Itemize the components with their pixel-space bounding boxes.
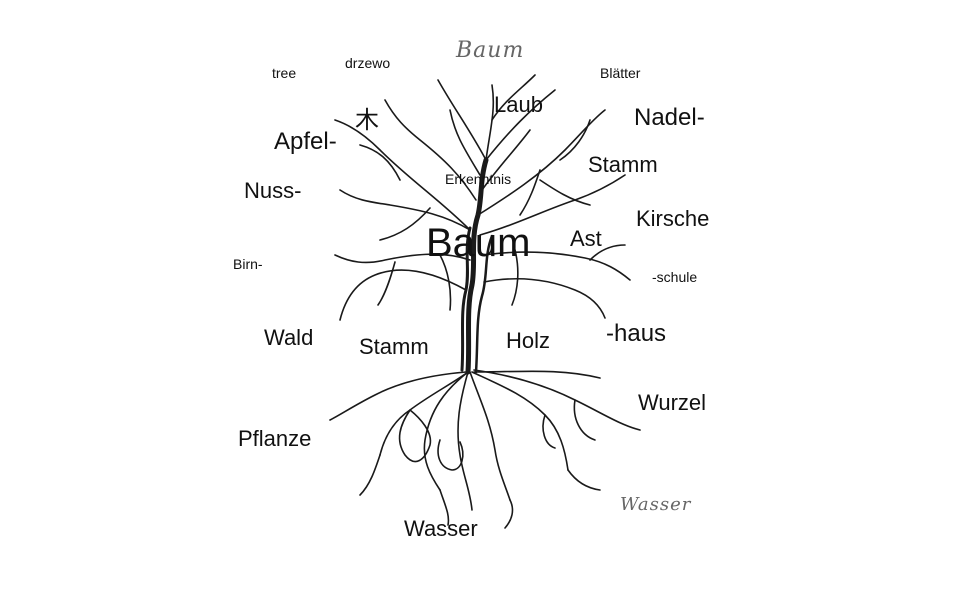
word-blaetter: Blätter xyxy=(600,65,641,81)
word-haus: -haus xyxy=(606,320,667,347)
word-holz: Holz xyxy=(506,328,551,353)
word-schule: -schule xyxy=(652,269,698,285)
handwritten-baum: Baum xyxy=(456,38,525,63)
word-stamm-top: Stamm xyxy=(588,152,658,177)
tree-trunk xyxy=(465,157,489,375)
word-wald: Wald xyxy=(264,325,314,350)
word-nadel: Nadel- xyxy=(634,104,705,131)
word-wasser: Wasser xyxy=(404,516,478,541)
word-nuss: Nuss- xyxy=(244,178,302,203)
word-baum-center: Baum xyxy=(426,221,531,265)
word-drzewo: drzewo xyxy=(345,55,391,71)
word-kirsche: Kirsche xyxy=(636,206,710,231)
word-laub: Laub xyxy=(494,92,543,117)
handwritten-wasser: Wasser xyxy=(620,494,692,515)
word-ast: Ast xyxy=(570,226,602,251)
word-tree: tree xyxy=(272,65,297,81)
tree-roots xyxy=(329,369,641,529)
word-birn: Birn- xyxy=(233,256,263,272)
word-stamm-mid: Stamm xyxy=(359,334,429,359)
word-wurzel: Wurzel xyxy=(638,390,707,415)
word-apfel: Apfel- xyxy=(274,128,337,155)
word-pflanze: Pflanze xyxy=(238,426,312,451)
word-kanji: 木 xyxy=(355,106,379,134)
tree-branches xyxy=(334,74,631,321)
word-erkenntnis: Erkenntnis xyxy=(445,171,512,187)
